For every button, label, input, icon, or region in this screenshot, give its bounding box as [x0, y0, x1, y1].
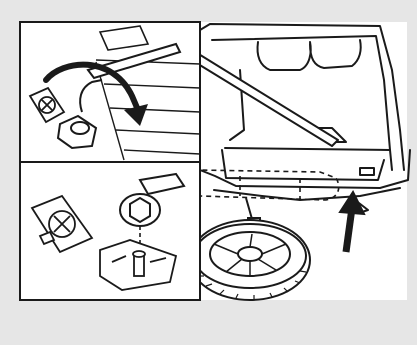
spare-tire: [190, 220, 310, 300]
upper-inset: [20, 22, 200, 162]
hoist-bolt-top: [133, 251, 145, 257]
lower-inset: [20, 162, 200, 300]
socket-head: [71, 122, 89, 134]
socket-hex: [130, 198, 150, 222]
